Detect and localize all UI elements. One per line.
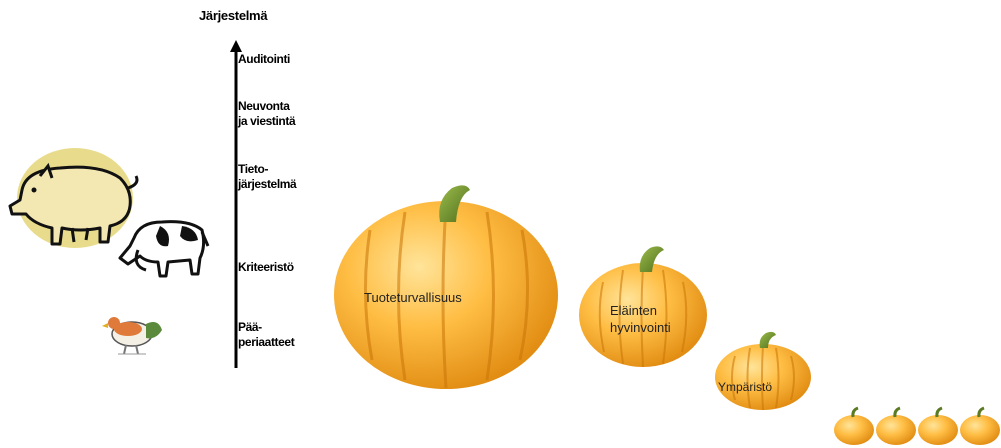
axis-arrow-icon: [230, 40, 242, 368]
pumpkin-small-icon: [715, 332, 811, 410]
tiny-pumpkin-icon: [834, 408, 874, 445]
tiny-pumpkin-icon: [918, 408, 958, 445]
tiny-pumpkin-icon: [876, 408, 916, 445]
pumpkin-label-tuoteturvallisuus: Tuoteturvallisuus: [364, 289, 462, 306]
pig-icon: [10, 148, 137, 248]
cow-icon: [120, 222, 208, 276]
tiny-pumpkins-row: [834, 408, 1000, 445]
hen-icon: [102, 317, 162, 354]
diagram-title: Järjestelmä: [199, 8, 267, 23]
level-label-neuvonta: Neuvonta ja viestintä: [238, 99, 295, 129]
level-label-periaatteet: Pää- periaatteet: [238, 320, 294, 350]
pumpkin-large-icon: [334, 185, 558, 389]
pumpkin-label-elainten-hyvinvointi: Eläinten hyvinvointi: [610, 302, 671, 336]
tiny-pumpkin-icon: [960, 408, 1000, 445]
level-label-tietojarjestelma: Tieto- järjestelmä: [238, 162, 296, 192]
level-label-auditointi: Auditointi: [238, 52, 290, 67]
pumpkin-label-ymparisto: Ympäristö: [718, 379, 772, 396]
level-label-kriteeristo: Kriteeristö: [238, 260, 294, 275]
